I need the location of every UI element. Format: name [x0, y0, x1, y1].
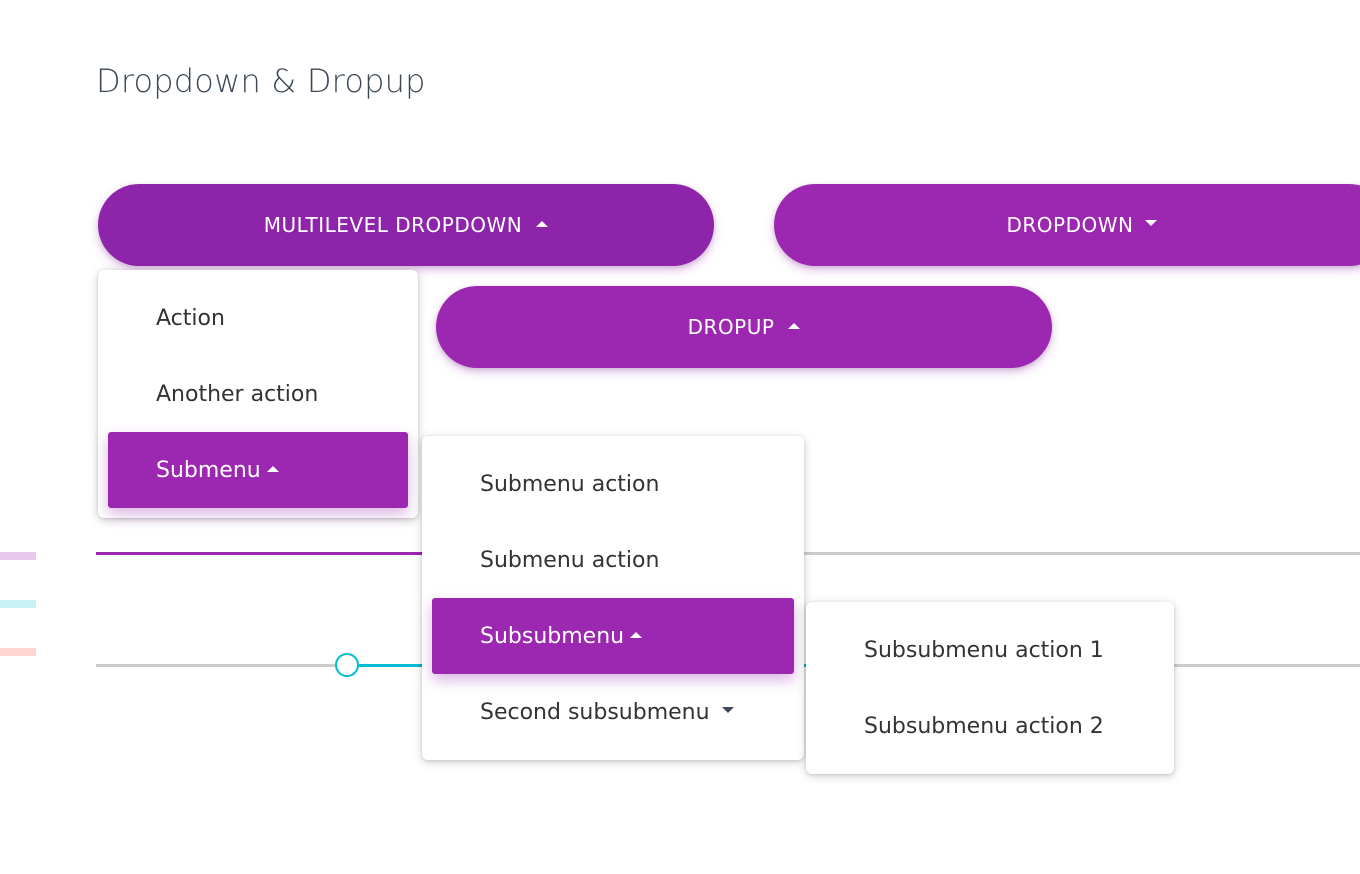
subsubmenu-item-action-2[interactable]: Subsubmenu action 2 [816, 688, 1164, 764]
submenu-item-subsubmenu[interactable]: Subsubmenu [432, 598, 794, 674]
subsubmenu-item-label: Subsubmenu action 2 [864, 713, 1104, 739]
subsubmenu: Subsubmenu action 1 Subsubmenu action 2 [806, 602, 1174, 774]
submenu: Submenu action Submenu action Subsubmenu… [422, 436, 804, 760]
submenu-item-label: Second subsubmenu [480, 699, 710, 725]
caret-up-icon [536, 221, 549, 227]
subsubmenu-item-label: Subsubmenu action 1 [864, 637, 1104, 663]
caret-up-icon [788, 323, 801, 329]
multilevel-dropdown-menu: Action Another action Submenu [98, 270, 418, 518]
menu-item-submenu[interactable]: Submenu [108, 432, 408, 508]
progress-bar-purple [0, 552, 36, 560]
submenu-item-label: Submenu action [480, 471, 660, 497]
dropup-button[interactable]: DROPUP [436, 286, 1052, 368]
slider-handle[interactable] [335, 653, 359, 677]
submenu-item-action-2[interactable]: Submenu action [432, 522, 794, 598]
caret-down-icon [1145, 220, 1158, 226]
menu-item-another-action[interactable]: Another action [108, 356, 408, 432]
menu-item-action[interactable]: Action [108, 280, 408, 356]
submenu-item-action-1[interactable]: Submenu action [432, 446, 794, 522]
multilevel-dropdown-button[interactable]: MULTILEVEL DROPDOWN [98, 184, 714, 266]
menu-item-label: Another action [156, 381, 319, 407]
submenu-item-label: Submenu action [480, 547, 660, 573]
menu-item-label: Action [156, 305, 225, 331]
slider-fill-info [348, 664, 428, 667]
menu-item-label: Submenu [156, 457, 261, 483]
caret-down-icon [721, 707, 734, 713]
subsubmenu-item-action-1[interactable]: Subsubmenu action 1 [816, 612, 1164, 688]
dropdown-button[interactable]: DROPDOWN [774, 184, 1360, 266]
submenu-item-label: Subsubmenu [480, 623, 625, 649]
caret-up-icon [266, 466, 279, 472]
page-title: Dropdown & Dropup [96, 62, 426, 100]
caret-up-icon [630, 632, 643, 638]
progress-bar-red [0, 648, 36, 656]
dropdown-label: DROPDOWN [1006, 213, 1134, 237]
submenu-item-second-subsubmenu[interactable]: Second subsubmenu [432, 674, 794, 750]
slider-fill-primary [96, 552, 436, 555]
dropup-label: DROPUP [687, 315, 775, 339]
progress-bar-cyan [0, 600, 36, 608]
multilevel-dropdown-label: MULTILEVEL DROPDOWN [263, 213, 523, 237]
